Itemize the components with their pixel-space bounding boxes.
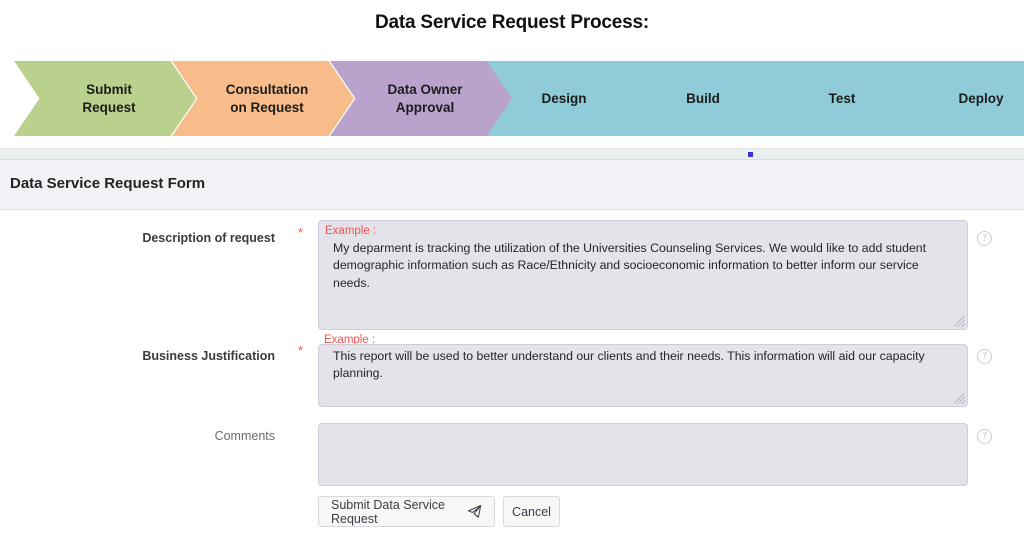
label-description-of-request: Description of request: [142, 231, 275, 245]
required-asterisk: *: [298, 225, 304, 240]
textarea-value-description: My deparment is tracking the utilization…: [333, 241, 927, 290]
textarea-wrap-business-justification: Example : This report will be used to be…: [318, 334, 968, 407]
cancel-button[interactable]: Cancel: [503, 496, 560, 527]
textarea-wrap-comments: [318, 423, 968, 486]
process-step-label: Build: [686, 90, 720, 106]
example-label-business-justification: Example :: [324, 334, 376, 346]
label-comments: Comments: [214, 429, 275, 443]
textarea-value-business-justification: This report will be used to better under…: [333, 349, 925, 381]
submit-button-label: Submit Data Service Request: [331, 497, 445, 526]
process-step-label: Deploy: [958, 90, 1004, 106]
example-label-description: Example :: [325, 225, 377, 237]
help-icon-business-justification[interactable]: ?: [977, 349, 992, 364]
textarea-wrap-description: Example : My deparment is tracking the u…: [318, 220, 968, 330]
process-step-label: Design: [541, 90, 587, 106]
divider-strip: [0, 148, 1024, 160]
textarea-comments[interactable]: [318, 423, 968, 486]
resize-grip-icon[interactable]: [954, 316, 965, 327]
form-header: Data Service Request Form: [0, 160, 1024, 210]
page-title: Data Service Request Process:: [374, 12, 650, 33]
required-asterisk: *: [298, 343, 304, 358]
process-step-label: Test: [828, 90, 856, 106]
form-title: Data Service Request Form: [10, 175, 206, 192]
textarea-business-justification[interactable]: This report will be used to better under…: [318, 344, 968, 407]
submit-data-service-request-button[interactable]: Submit Data Service Request: [318, 496, 495, 527]
help-icon-description[interactable]: ?: [977, 231, 992, 246]
strip-marker-icon: [748, 152, 753, 157]
paper-plane-icon: [467, 504, 482, 519]
cancel-button-label: Cancel: [512, 504, 551, 519]
textarea-description-of-request[interactable]: Example : My deparment is tracking the u…: [318, 220, 968, 330]
help-icon-comments[interactable]: ?: [977, 429, 992, 444]
form-body: Description of request * Example : My de…: [0, 211, 1024, 537]
resize-grip-icon[interactable]: [954, 393, 965, 404]
label-business-justification: Business Justification: [142, 349, 275, 363]
